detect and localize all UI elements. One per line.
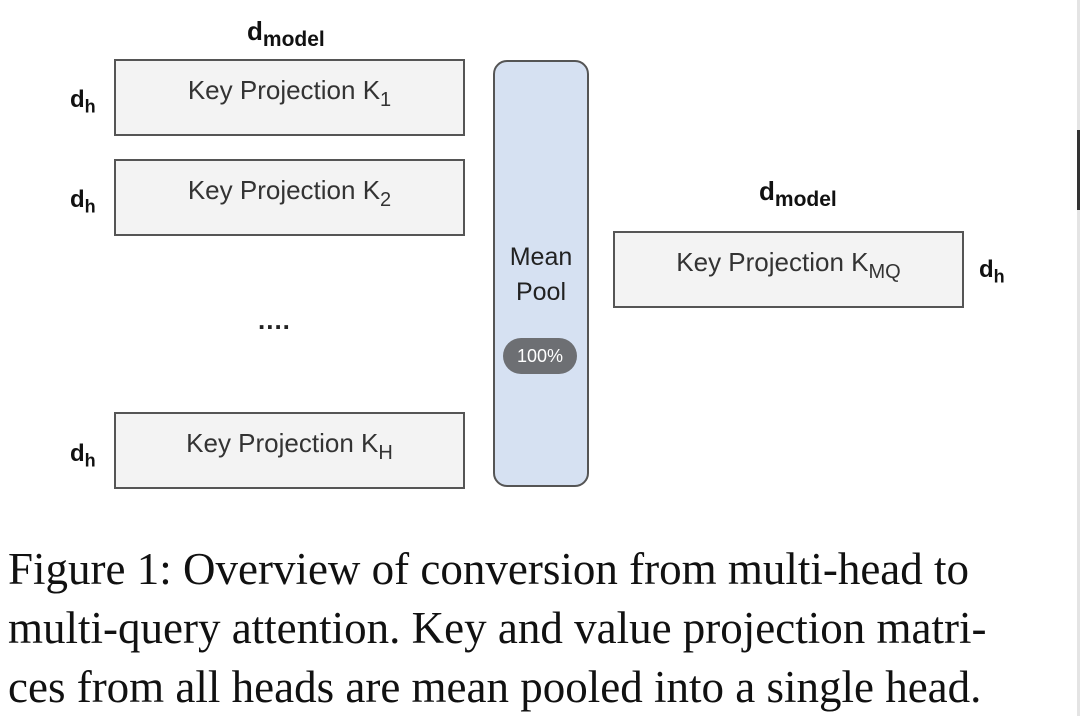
dim-h-label-2: dh bbox=[70, 186, 96, 217]
key-projection-label: Key Projection K bbox=[187, 175, 381, 205]
mean-pool-label: Mean Pool bbox=[509, 243, 573, 306]
caption-line-2: multi-query attention. Key and value pro… bbox=[8, 603, 987, 653]
ellipsis: .... bbox=[258, 305, 291, 335]
key-projection-label: Key Projection K bbox=[186, 428, 379, 458]
key-projection-kh-box: Key Projection KH bbox=[114, 412, 465, 489]
figure-caption: Figure 1: Overview of conversion from mu… bbox=[8, 540, 1080, 717]
key-projection-label: Key Projection K bbox=[676, 247, 869, 277]
window-edge bbox=[1077, 0, 1080, 716]
key-projection-kmq-box: Key Projection KMQ bbox=[613, 231, 964, 308]
scrollbar-thumb[interactable] bbox=[1077, 130, 1080, 210]
dim-h-label-mq: dh bbox=[979, 256, 1005, 287]
zoom-level-badge[interactable]: 100% bbox=[503, 338, 577, 374]
key-projection-k2-box: Key Projection K2 bbox=[114, 159, 465, 236]
key-projection-subscript: 2 bbox=[380, 189, 392, 211]
key-projection-subscript: 1 bbox=[380, 89, 392, 111]
key-projection-k1-box: Key Projection K1 bbox=[114, 59, 465, 136]
caption-line-1: Figure 1: Overview of conversion from mu… bbox=[8, 544, 970, 594]
mean-pool-block: Mean Pool 100% bbox=[493, 60, 589, 487]
dim-h-label-h: dh bbox=[70, 440, 96, 471]
dim-model-label-left: dmodel bbox=[247, 16, 325, 51]
key-projection-label: Key Projection K bbox=[187, 75, 381, 105]
dim-h-label-1: dh bbox=[70, 86, 96, 117]
key-projection-subscript: H bbox=[378, 442, 393, 464]
key-projection-subscript: MQ bbox=[868, 261, 901, 283]
dim-model-label-right: dmodel bbox=[759, 176, 837, 211]
caption-line-3: ces from all heads are mean pooled into … bbox=[8, 662, 982, 712]
